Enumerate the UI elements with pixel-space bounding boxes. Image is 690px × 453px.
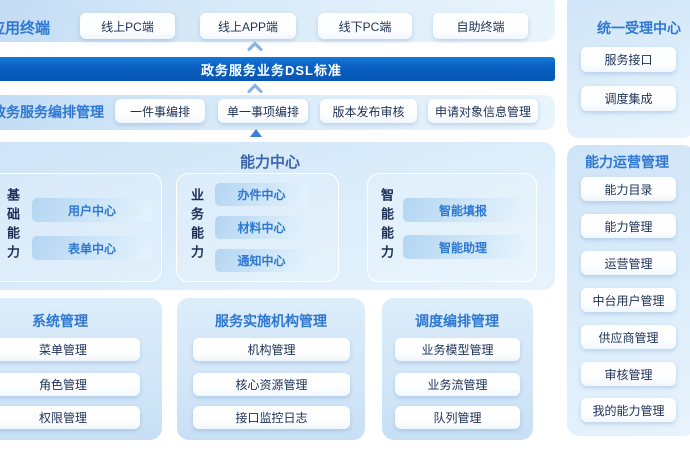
operation-item: 审核管理 bbox=[581, 362, 676, 386]
system-management-title: 系统管理 bbox=[32, 313, 88, 329]
dsl-standard-bar: 政务服务业务DSL标准 bbox=[0, 57, 555, 81]
management-item: 队列管理 bbox=[395, 406, 520, 429]
capability-group-basic bbox=[0, 173, 162, 282]
dispatch-management-title: 调度编排管理 bbox=[415, 313, 499, 329]
terminal-item: 线下PC端 bbox=[318, 13, 412, 39]
chevron-up-icon bbox=[247, 83, 263, 93]
capability-item: 材料中心 bbox=[215, 216, 308, 239]
management-item: 业务模型管理 bbox=[395, 338, 520, 361]
orchestration-item: 一件事编排 bbox=[115, 99, 205, 123]
chevron-up-icon bbox=[247, 41, 263, 51]
management-item: 业务流管理 bbox=[395, 373, 520, 396]
management-item: 接口监控日志 bbox=[193, 406, 350, 429]
management-item: 机构管理 bbox=[193, 338, 350, 361]
terminal-item: 线上APP端 bbox=[200, 13, 296, 39]
orchestration-item: 版本发布审核 bbox=[320, 99, 417, 123]
capability-center-title: 能力中心 bbox=[240, 154, 301, 171]
capability-item: 智能助理 bbox=[403, 235, 523, 259]
operation-item: 我的能力管理 bbox=[581, 398, 676, 422]
arrow-up-icon bbox=[250, 129, 262, 137]
operation-item: 能力目录 bbox=[581, 177, 676, 201]
management-item: 角色管理 bbox=[0, 373, 140, 396]
terminal-item: 自助终端 bbox=[433, 13, 528, 39]
management-item: 菜单管理 bbox=[0, 338, 140, 361]
acceptance-item: 调度集成 bbox=[581, 86, 676, 111]
capability-item: 通知中心 bbox=[215, 249, 308, 272]
capability-item: 用户中心 bbox=[32, 198, 152, 222]
management-item: 核心资源管理 bbox=[193, 373, 350, 396]
capability-item: 表单中心 bbox=[32, 236, 152, 260]
capability-group-intelligent-label: 智能能力 bbox=[379, 188, 394, 264]
operation-item: 中台用户管理 bbox=[581, 288, 676, 312]
org-management-title: 服务实施机构管理 bbox=[215, 313, 327, 329]
capability-item: 智能填报 bbox=[403, 198, 523, 222]
capability-group-business-label: 业务能力 bbox=[189, 188, 204, 264]
operation-item: 供应商管理 bbox=[581, 325, 676, 349]
operation-item: 能力管理 bbox=[581, 214, 676, 238]
capability-item: 办件中心 bbox=[215, 183, 308, 206]
acceptance-center-title: 统一受理中心 bbox=[597, 20, 681, 36]
orchestration-item: 申请对象信息管理 bbox=[428, 99, 538, 123]
terminal-item: 线上PC端 bbox=[80, 13, 175, 39]
capability-operation-title: 能力运营管理 bbox=[585, 154, 669, 170]
acceptance-item: 服务接口 bbox=[581, 47, 676, 72]
operation-item: 运营管理 bbox=[581, 251, 676, 275]
orchestration-item: 单一事项编排 bbox=[218, 99, 308, 123]
capability-group-intelligent bbox=[367, 173, 537, 282]
orchestration-panel-title: 政务服务编排管理 bbox=[0, 104, 104, 120]
terminal-panel-title: 应用终端 bbox=[0, 20, 51, 37]
capability-group-basic-label: 基础能力 bbox=[5, 188, 20, 264]
management-item: 权限管理 bbox=[0, 406, 140, 429]
